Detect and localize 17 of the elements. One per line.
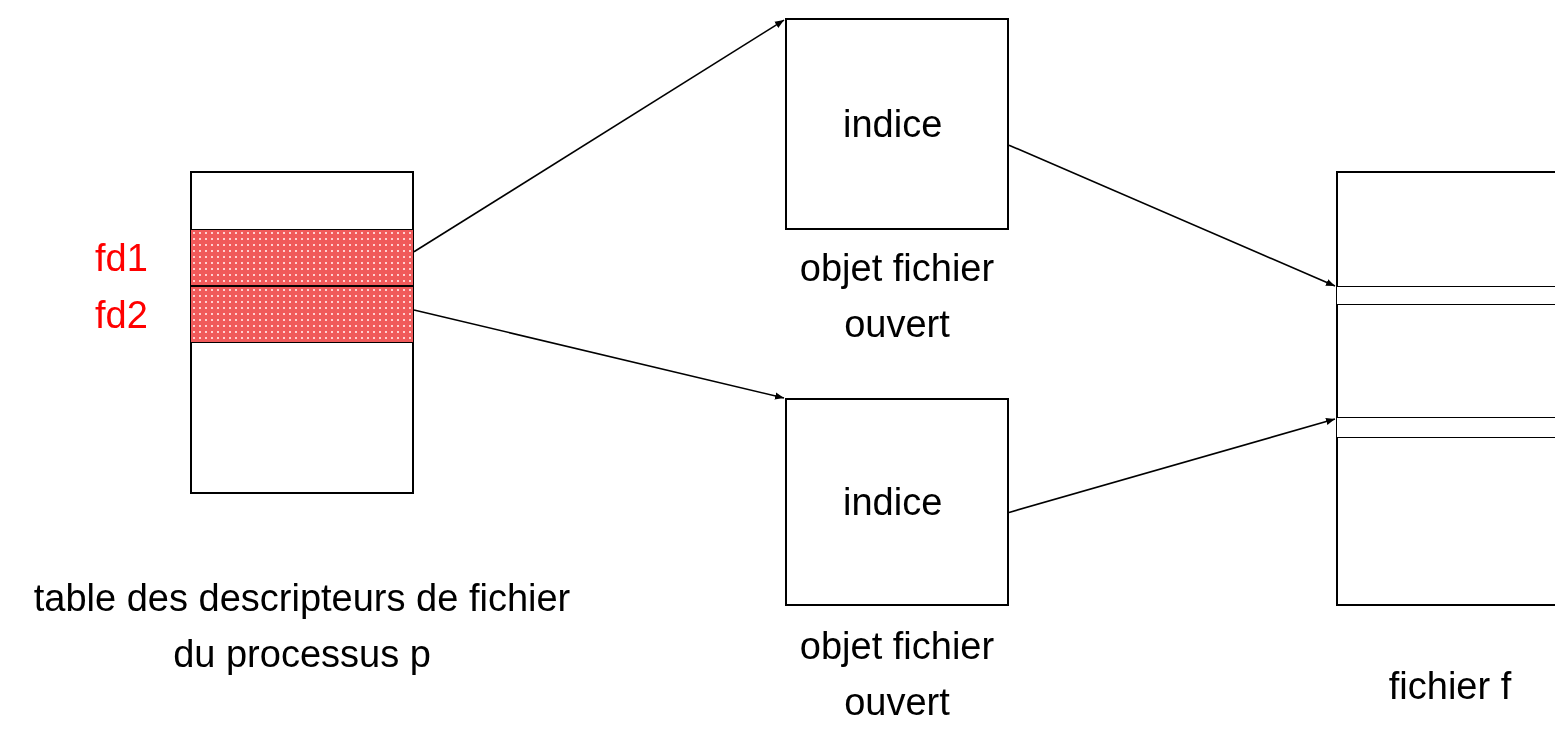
node-label: objet fichier ouvert [798,246,996,347]
arrow [1008,144,1336,287]
arrow [413,19,785,253]
arrow [413,309,785,400]
field-label: indice [843,480,943,525]
file-box [1336,171,1555,606]
field-label: indice [843,102,943,147]
arrow [1008,418,1336,514]
node-label: table des descripteurs de fichier du processus p [32,576,572,677]
file-record-bar [1336,286,1555,305]
node-label: fichier f [1387,664,1513,709]
row-label: fd1 [95,236,148,281]
file-object-box [785,398,1009,606]
row-label: fd2 [95,293,148,338]
file-record-bar [1336,417,1555,438]
node-label: objet fichier ouvert [798,624,996,725]
file-object-box [785,18,1009,230]
